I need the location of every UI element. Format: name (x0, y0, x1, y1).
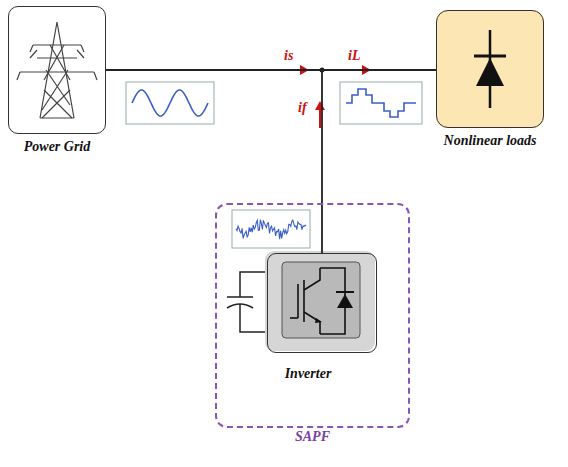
compensation-wave (236, 220, 306, 239)
freewheel-diode-bar (336, 291, 354, 293)
node-label: Nonlinear loads (444, 133, 537, 149)
igbt-symbol (290, 268, 345, 334)
wire (322, 70, 436, 253)
freewheel-diode (337, 294, 353, 308)
current-label: is (284, 48, 293, 64)
inverter-fill (265, 251, 375, 351)
waveform-box (340, 82, 422, 124)
load-box: Nonlinear loads (436, 10, 544, 128)
load-box-fill (436, 10, 544, 128)
grid-box-fill (8, 6, 106, 134)
current-arrows (284, 65, 371, 128)
load-current-wave (346, 89, 416, 117)
node-label: Power Grid (24, 139, 91, 155)
igbt-arrow (315, 318, 322, 323)
dc-capacitor (227, 272, 265, 332)
junction-dot (320, 68, 325, 73)
current-label: if (298, 100, 307, 116)
current-label: iL (348, 48, 360, 64)
node-label: Inverter (285, 366, 332, 382)
waveform-box (232, 210, 310, 248)
inverter-box: Inverter (267, 253, 377, 353)
power-grid-box: Power Grid (8, 6, 106, 134)
node-label: SAPF (295, 429, 330, 445)
switch-module (282, 262, 360, 338)
waveform-box (126, 82, 214, 124)
sapf-region: SAPFInverter (215, 203, 410, 428)
sine-wave (132, 90, 208, 116)
tower-icon (17, 22, 97, 118)
diode-icon (474, 30, 506, 108)
